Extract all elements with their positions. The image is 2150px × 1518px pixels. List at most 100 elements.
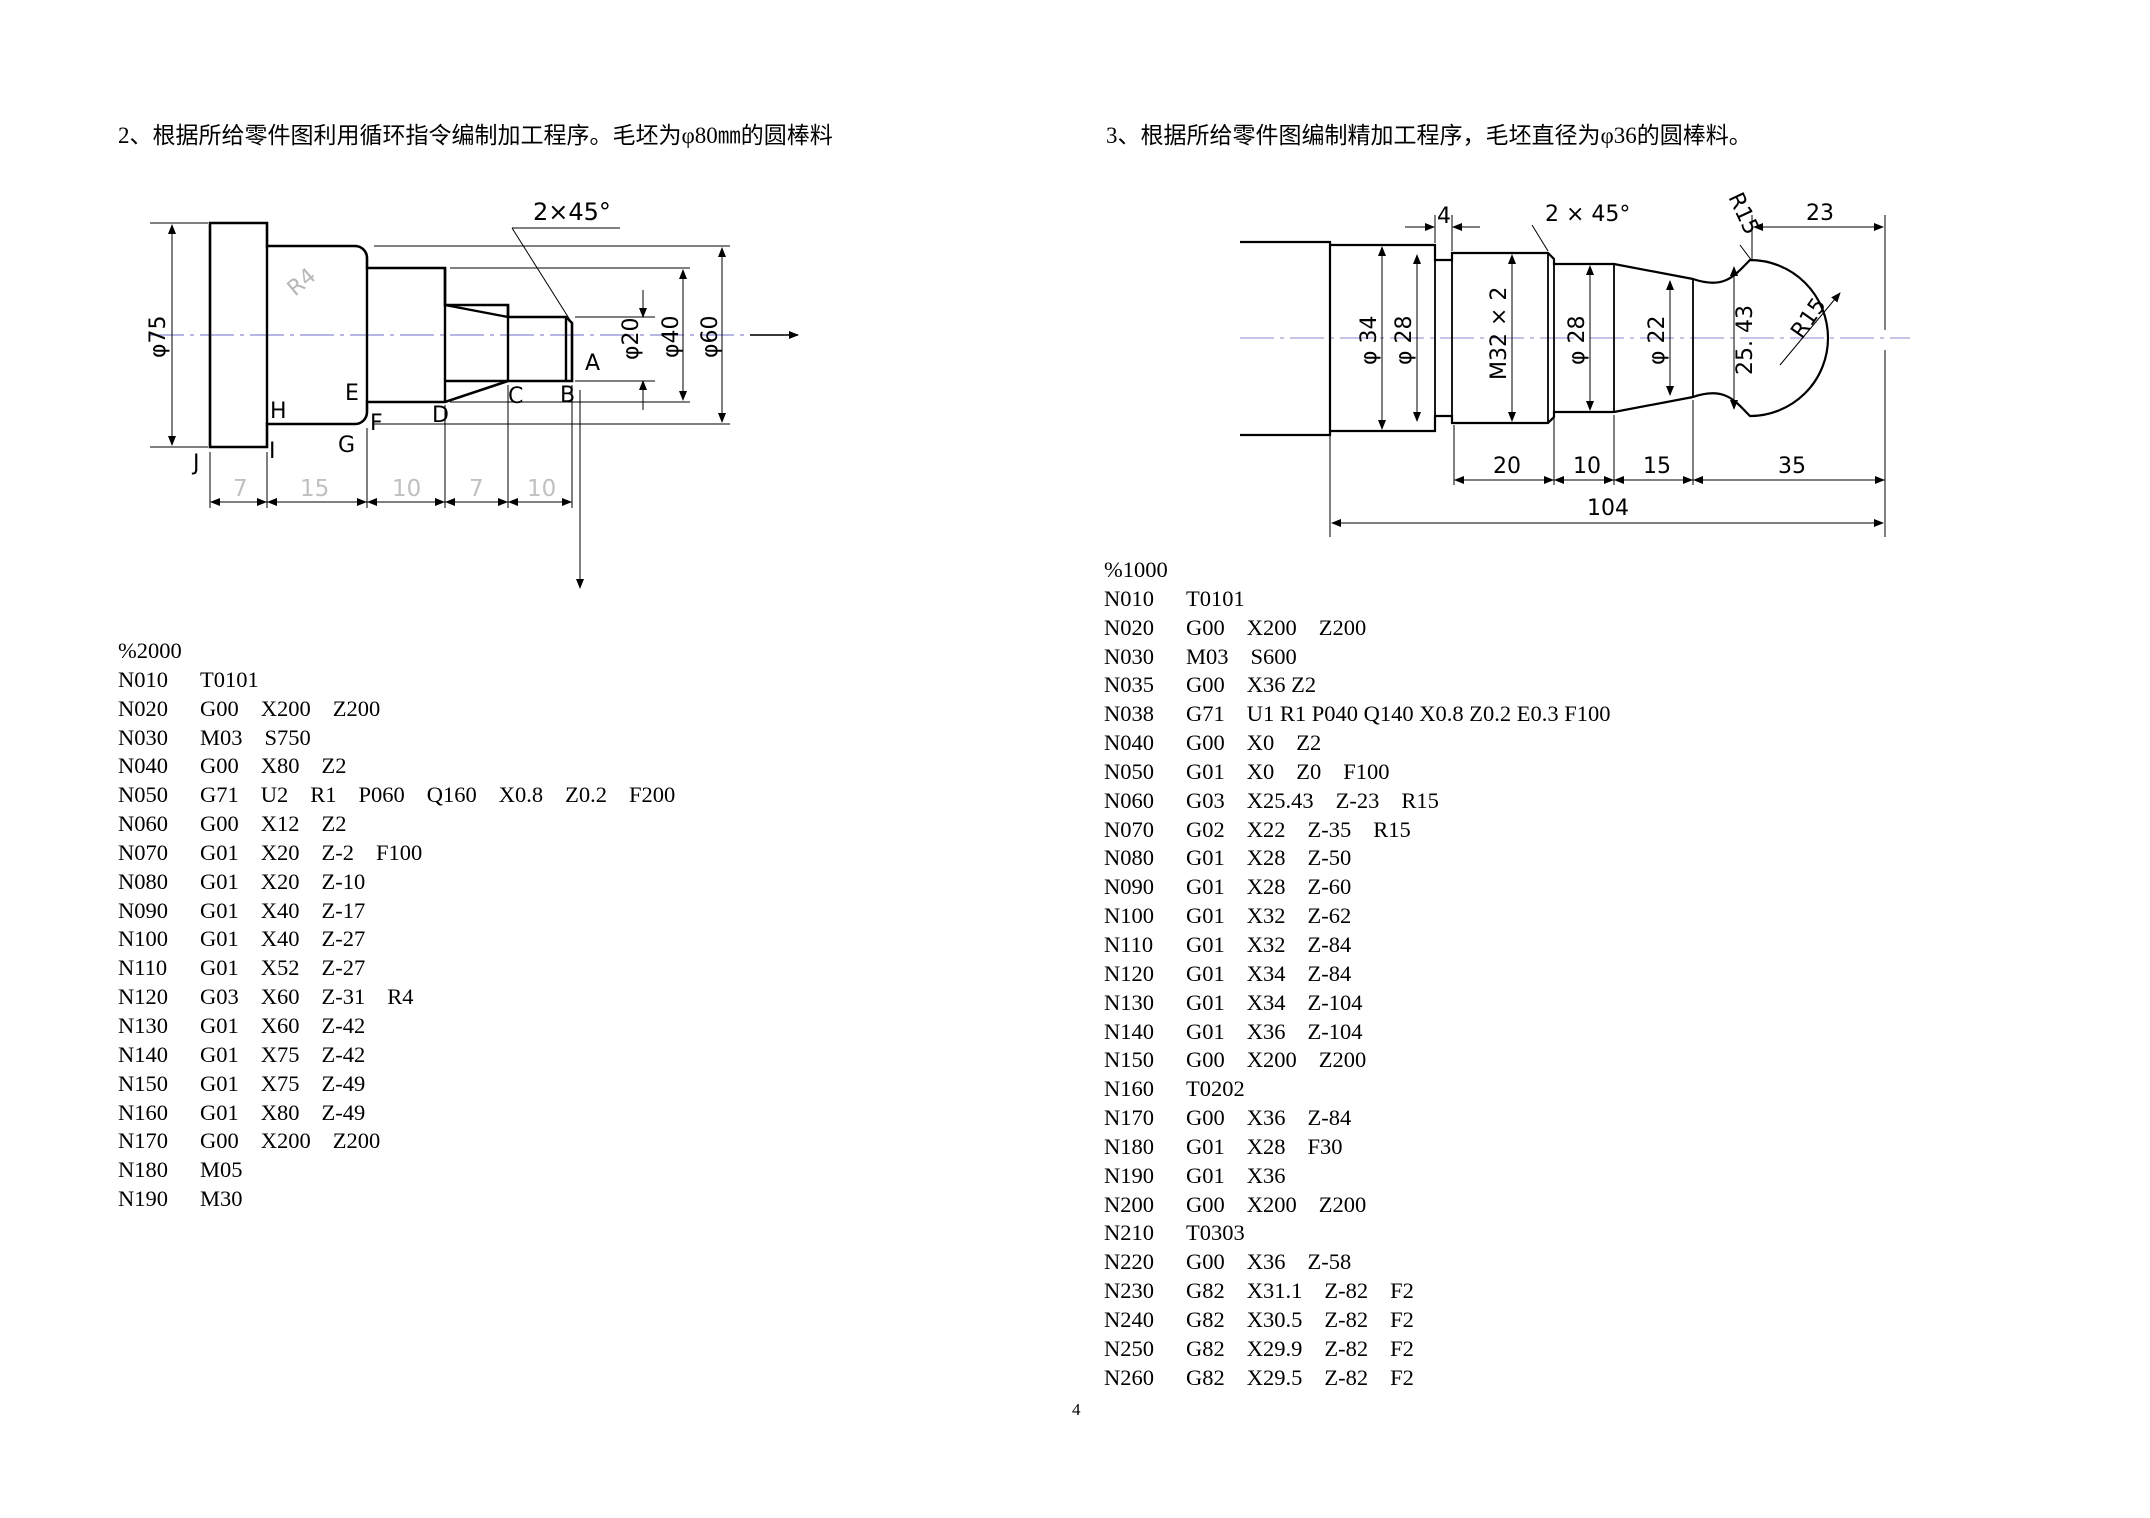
program-word: G00: [1186, 672, 1225, 698]
program-word: G00: [200, 811, 239, 837]
label-len23: 23: [1806, 201, 1834, 226]
program-word: Z-84: [1307, 931, 1352, 957]
length-label-10b: 10: [527, 476, 556, 502]
program-word: X30.5: [1246, 1306, 1303, 1332]
program-word: G00: [1186, 1249, 1225, 1275]
program-word: G01: [200, 955, 239, 981]
program-word: G01: [200, 1012, 239, 1038]
program-word: G82: [1186, 1278, 1225, 1304]
program-word: X75: [260, 1041, 300, 1067]
part-drawing-q3: 4 2 × 45° R15 23 φ 34 φ 28 M32 × 2 φ 28 …: [1240, 189, 1910, 537]
program-word: M03: [1186, 643, 1229, 669]
program-word: F100: [1343, 758, 1390, 784]
program-word: Z-62: [1307, 903, 1352, 929]
program-word: Z-50: [1307, 845, 1352, 871]
label-len35: 35: [1778, 454, 1806, 479]
program-word: X28: [1246, 1133, 1286, 1159]
program-word: Z-31: [321, 984, 366, 1010]
program-word: F100: [376, 839, 423, 865]
program-word: G82: [1186, 1306, 1225, 1332]
program-word: Z-60: [1307, 874, 1352, 900]
program-word: X80: [260, 1099, 300, 1125]
program-word: M03: [200, 724, 243, 750]
block-number: N110: [118, 955, 168, 981]
length-extension-lines: [209, 385, 573, 508]
program-word: F2: [1390, 1306, 1414, 1332]
block-number: N038: [1104, 701, 1154, 727]
block-number: N140: [118, 1041, 168, 1067]
block-number: N040: [118, 753, 168, 779]
program-word: X52: [260, 955, 300, 981]
program-line: %2000: [118, 637, 675, 666]
block-number: N220: [1104, 1249, 1154, 1275]
program-word: Z-58: [1307, 1249, 1352, 1275]
program-word: F2: [1390, 1278, 1414, 1304]
program-word: G01: [200, 1041, 239, 1067]
label-chamfer: 2 × 45°: [1545, 202, 1630, 227]
r15-leader: [1739, 244, 1753, 262]
program-word: X40: [260, 926, 300, 952]
point-label-J: J: [191, 451, 200, 476]
program-word: M05: [200, 1157, 243, 1183]
program-word: F200: [629, 782, 676, 808]
block-number: N070: [1104, 816, 1154, 842]
program-word: R1: [310, 782, 337, 808]
program-word: T0303: [1186, 1220, 1245, 1246]
program-word: X36: [1246, 1249, 1286, 1275]
program-word: X60: [260, 1012, 300, 1038]
label-len15: 15: [1643, 454, 1671, 479]
program-line: %1000: [1104, 556, 1611, 585]
point-label-H: H: [270, 399, 287, 424]
program-word: Z-82: [1324, 1364, 1369, 1390]
program-word: G00: [1186, 1047, 1225, 1073]
program-word: G01: [1186, 1162, 1225, 1188]
label-thread: M32 × 2: [1487, 287, 1512, 380]
question-3-title: 3、根据所给零件图编制精加工程序，毛坯直径为φ36的圆棒料。: [1106, 123, 1752, 148]
program-word: Z0.2: [565, 782, 608, 808]
block-number: N150: [118, 1070, 168, 1096]
point-label-D: D: [432, 403, 449, 428]
block-number: N130: [1104, 989, 1154, 1015]
program-word: Z-82: [1324, 1335, 1369, 1361]
program-word: X34: [1246, 960, 1286, 986]
point-label-F: F: [370, 411, 383, 436]
block-number: N110: [1104, 931, 1154, 957]
program-word: Z200: [1318, 1191, 1367, 1217]
block-number: N200: [1104, 1191, 1154, 1217]
block-number: N240: [1104, 1306, 1154, 1332]
program-word: Z-10: [321, 868, 366, 894]
block-number: N190: [1104, 1162, 1154, 1188]
block-number: N250: [1104, 1335, 1154, 1361]
program-word: F2: [1390, 1335, 1414, 1361]
block-number: N050: [118, 782, 168, 808]
block-number: N190: [118, 1186, 168, 1212]
label-chamfer: 2×45°: [533, 198, 611, 226]
label-2543: 25. 43: [1733, 305, 1758, 375]
program-line: N220 G00 X36 Z-58: [1104, 1248, 1611, 1277]
program-word: Q160: [426, 782, 477, 808]
point-label-C: C: [508, 384, 523, 409]
program-word: Z-82: [1324, 1278, 1369, 1304]
program-word: Z-23: [1335, 787, 1380, 813]
block-number: N120: [1104, 960, 1154, 986]
label-len20: 20: [1493, 454, 1521, 479]
program-word: X0: [1246, 730, 1275, 756]
program-word: X75: [260, 1070, 300, 1096]
program-word: G00: [1186, 1105, 1225, 1131]
